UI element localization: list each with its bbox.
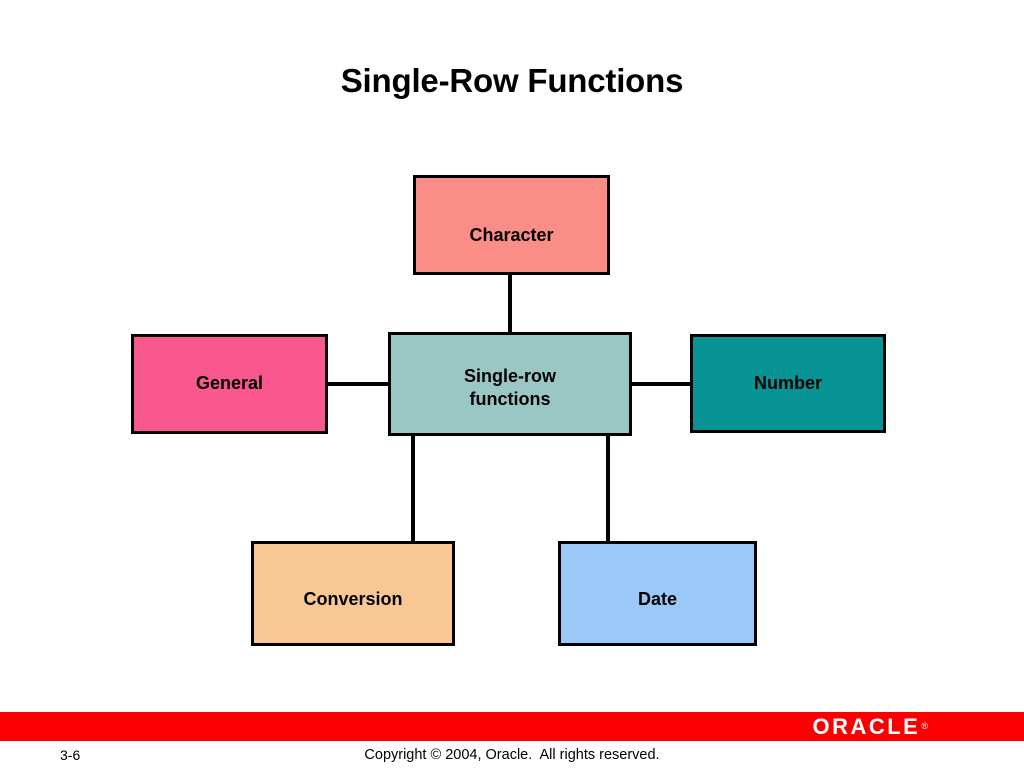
- oracle-logo: ORACLE ®: [812, 713, 928, 740]
- connector-center-to-date: [606, 434, 610, 543]
- connector-center-to-number: [630, 382, 692, 386]
- oracle-wordmark: ORACLE: [812, 713, 921, 739]
- page-title: Single-Row Functions: [340, 62, 684, 99]
- diagram-node-date: Date: [558, 541, 757, 646]
- diagram-node-single-row-functions-label: Single-row functions: [464, 365, 556, 411]
- diagram-node-character: Character: [413, 175, 610, 275]
- diagram-node-conversion: Conversion: [251, 541, 455, 646]
- diagram-node-general: General: [131, 334, 328, 434]
- connector-center-to-general: [326, 382, 390, 386]
- registered-trademark-icon: ®: [921, 721, 928, 731]
- connector-center-to-character: [508, 273, 512, 334]
- page-number: 3-6: [60, 747, 81, 763]
- diagram-node-number-label: Number: [753, 372, 822, 393]
- diagram-node-number: Number: [690, 334, 886, 433]
- connector-center-to-conversion: [411, 434, 415, 543]
- footer-red-bar: [0, 712, 1024, 741]
- diagram-node-single-row-functions: Single-row functions: [388, 332, 632, 436]
- copyright-notice: Copyright © 2004, Oracle. All rights res…: [364, 747, 660, 763]
- diagram-node-character-label: Character: [469, 225, 554, 246]
- diagram-node-general-label: General: [195, 373, 264, 394]
- diagram-node-date-label: Date: [637, 588, 677, 609]
- center-label-line-2: functions: [469, 389, 551, 409]
- center-label-line-1: Single-row: [463, 365, 556, 386]
- single-row-functions-diagram: Character General Single-row functions N…: [131, 175, 886, 646]
- diagram-node-conversion-label: Conversion: [303, 588, 403, 609]
